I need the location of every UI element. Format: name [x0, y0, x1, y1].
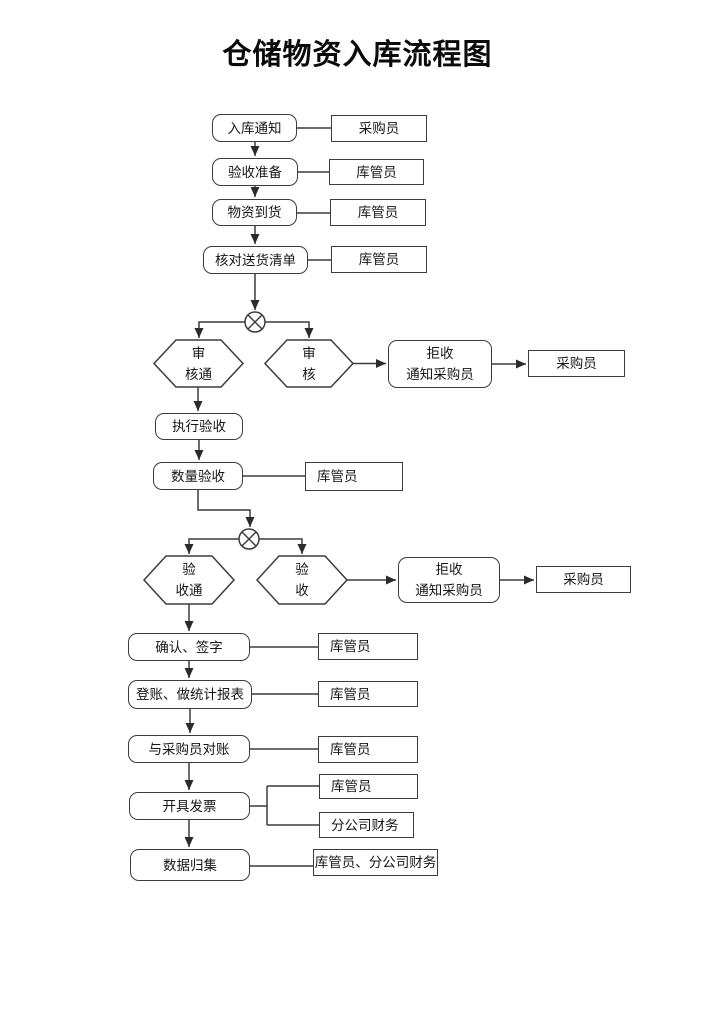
decision-acceptance-pass-label: 验 收通	[175, 562, 203, 598]
process-reject-notify-buyer-2: 拒收 通知采购员	[398, 557, 500, 603]
process-data-collection: 数据归集	[130, 849, 250, 881]
role-label-warehouse-keeper-7: 库管员	[318, 736, 418, 763]
process-reconcile-with-buyer: 与采购员对账	[128, 735, 250, 763]
edge-gw1-h2	[265, 321, 314, 338]
decision-acceptance-label: 验 收	[295, 562, 309, 598]
process-reject-notify-buyer-1: 拒收 通知采购员	[388, 340, 492, 388]
role-label-warehouse-keeper-2: 库管员	[330, 199, 426, 226]
decision-review-shape	[263, 339, 355, 388]
process-quantity-acceptance: 数量验收	[153, 462, 243, 490]
decision-acceptance-pass-shape	[142, 555, 236, 605]
edge-gw2-h3	[184, 538, 239, 554]
role-label-warehouse-keeper-3: 库管员	[331, 246, 427, 273]
role-label-warehouse-keeper-1: 库管员	[329, 159, 424, 185]
role-label-buyer-top: 采购员	[331, 115, 427, 142]
role-label-warehouse-keeper-4: 库管员	[305, 462, 403, 491]
process-goods-arrival: 物资到货	[212, 199, 297, 226]
role-label-branch-finance: 分公司财务	[319, 812, 414, 838]
role-label-buyer-reject-2: 采购员	[536, 566, 631, 593]
process-acceptance-prep: 验收准备	[212, 158, 298, 186]
edge-gw1-h1	[194, 321, 245, 338]
decision-review-pass-label: 审 核通	[185, 345, 212, 382]
process-storage-notice: 入库通知	[212, 114, 297, 142]
role-label-warehouse-keeper-8: 库管员	[319, 774, 418, 799]
page-title: 仓储物资入库流程图	[222, 39, 493, 71]
role-label-warehouse-keeper-6: 库管员	[318, 681, 418, 707]
role-label-buyer-reject-1: 采购员	[528, 350, 625, 377]
edge-p6-gw2	[197, 490, 255, 527]
process-confirm-sign: 确认、签字	[128, 633, 250, 661]
role-label-keeper-and-finance: 库管员、分公司财务	[313, 849, 438, 876]
process-issue-invoice: 开具发票	[129, 792, 250, 820]
process-execute-acceptance: 执行验收	[155, 413, 243, 440]
xor-gateway-1-icon	[244, 311, 266, 333]
edge-gw2-h4	[259, 538, 307, 554]
process-check-delivery-list: 核对送货清单	[203, 246, 308, 274]
decision-review-label: 审 核	[302, 345, 316, 382]
decision-acceptance-shape	[255, 555, 349, 605]
xor-gateway-2-icon	[238, 528, 260, 550]
role-label-warehouse-keeper-5: 库管员	[318, 633, 418, 660]
decision-review-pass-shape	[152, 339, 245, 388]
process-bookkeeping-report: 登账、做统计报表	[128, 680, 252, 709]
